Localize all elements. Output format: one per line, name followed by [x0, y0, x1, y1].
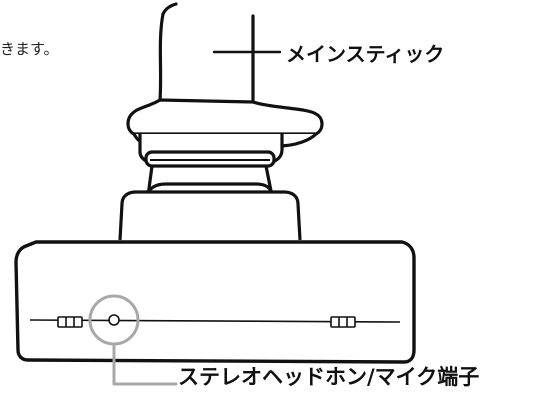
headphone-jack-callout-line [112, 342, 178, 386]
upper-housing [118, 190, 302, 241]
base-ring-shoulder [146, 182, 274, 197]
upper-housing-outline [118, 190, 302, 241]
collar-top [126, 98, 324, 136]
stick-shaft-left [158, 12, 165, 102]
right-side-button [330, 316, 356, 328]
body-outline [14, 240, 416, 364]
callout-lines [112, 50, 282, 386]
controller-body [14, 240, 416, 364]
jack-hole [108, 314, 120, 326]
intro-text-fragment: きます。 [0, 40, 59, 58]
stick-base-ring [144, 150, 276, 197]
headphone-jack-label: ステレオヘッドホン/マイク端子 [178, 365, 480, 389]
main-stick-label: メインスティック [286, 42, 445, 66]
side-buttons [57, 316, 356, 328]
main-stick [158, 2, 255, 104]
stick-shaft-top-curve [161, 2, 178, 16]
left-side-button [57, 316, 83, 328]
